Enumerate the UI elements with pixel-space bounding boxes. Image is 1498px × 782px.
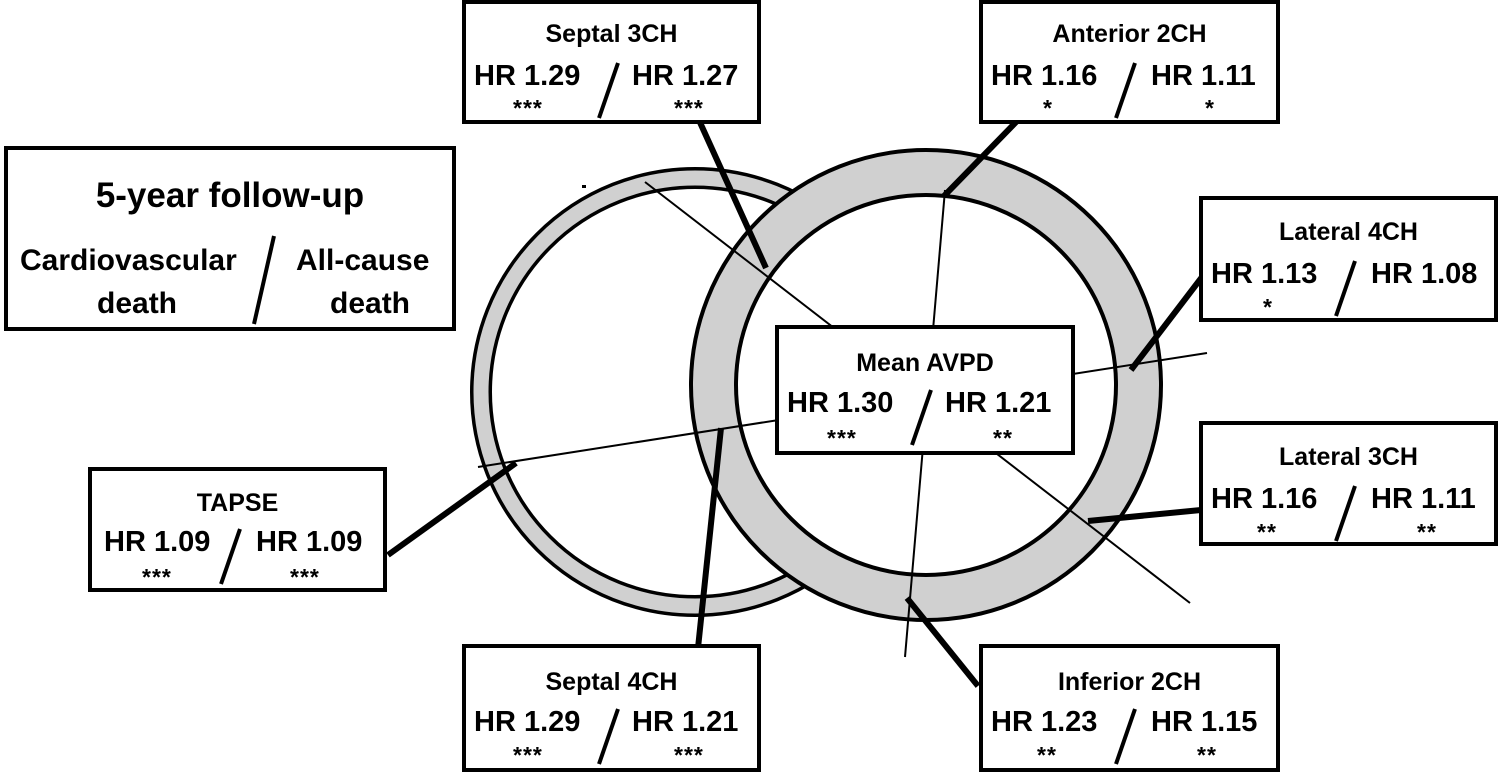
- septal-4ch-sig-left: ***: [513, 742, 543, 768]
- legend-right-line1: All-cause: [296, 244, 430, 277]
- mean-avpd-sig-right: **: [993, 425, 1013, 451]
- inferior-2ch-hr-right: HR 1.15: [1151, 706, 1258, 738]
- tapse-box: TAPSE HR 1.09 HR 1.09 *** ***: [88, 467, 387, 592]
- leader-septal-3ch: [695, 116, 769, 270]
- legend-slash: [252, 235, 276, 325]
- leader-lateral-3ch: [1087, 507, 1202, 524]
- septal-4ch-hr-left: HR 1.29: [474, 706, 581, 738]
- anterior-2ch-hr-right: HR 1.11: [1151, 60, 1256, 92]
- tapse-hr-left: HR 1.09: [104, 526, 211, 558]
- mean-avpd-title: Mean AVPD: [856, 349, 994, 377]
- septal-3ch-box: Septal 3CH HR 1.29 HR 1.27 *** ***: [462, 0, 761, 124]
- leader-lateral-4ch: [1128, 275, 1205, 372]
- septal-4ch-sig-right: ***: [674, 742, 704, 768]
- septal-4ch-title: Septal 4CH: [545, 668, 678, 696]
- lateral-3ch-sig-right: **: [1417, 519, 1437, 545]
- legend-left-line2: death: [97, 287, 178, 320]
- septal-4ch-hr-right: HR 1.21: [632, 706, 739, 738]
- mean-avpd-slash: [910, 389, 933, 446]
- lateral-3ch-sig-left: **: [1257, 519, 1277, 545]
- septal-3ch-sig-right: ***: [674, 95, 704, 121]
- lateral-4ch-hr-left: HR 1.13: [1211, 258, 1318, 290]
- anterior-2ch-slash: [1114, 62, 1137, 119]
- anterior-2ch-hr-left: HR 1.16: [991, 60, 1098, 92]
- lateral-3ch-title: Lateral 3CH: [1279, 443, 1418, 471]
- lateral-4ch-slash: [1334, 260, 1357, 317]
- inferior-2ch-hr-left: HR 1.23: [991, 706, 1098, 738]
- mean-avpd-hr-left: HR 1.30: [787, 387, 894, 419]
- inferior-2ch-sig-right: **: [1197, 742, 1217, 768]
- lateral-3ch-slash: [1334, 485, 1357, 542]
- lateral-3ch-hr-left: HR 1.16: [1211, 483, 1318, 515]
- inferior-2ch-sig-left: **: [1037, 742, 1057, 768]
- septal-3ch-slash: [597, 62, 620, 119]
- legend-left-line1: Cardiovascular: [20, 244, 237, 277]
- septal-4ch-box: Septal 4CH HR 1.29 HR 1.21 *** ***: [462, 644, 761, 772]
- anterior-2ch-sig-right: *: [1205, 95, 1215, 121]
- lateral-4ch-box: Lateral 4CH HR 1.13 HR 1.08 *: [1199, 196, 1498, 322]
- mean-avpd-hr-right: HR 1.21: [945, 387, 1052, 419]
- tapse-title: TAPSE: [196, 489, 279, 517]
- anterior-2ch-box: Anterior 2CH HR 1.16 HR 1.11 * *: [979, 0, 1280, 124]
- tapse-sig-right: ***: [290, 564, 320, 590]
- anterior-2ch-sig-left: *: [1043, 95, 1053, 121]
- leader-inferior-2ch: [904, 596, 981, 688]
- anterior-2ch-title: Anterior 2CH: [1052, 20, 1207, 48]
- tapse-sig-left: ***: [142, 564, 172, 590]
- leader-anterior-2ch: [941, 115, 1023, 199]
- septal-3ch-title: Septal 3CH: [545, 20, 678, 48]
- inferior-2ch-box: Inferior 2CH HR 1.23 HR 1.15 ** **: [979, 644, 1280, 772]
- septal-3ch-hr-right: HR 1.27: [632, 60, 739, 92]
- inferior-2ch-slash: [1114, 708, 1137, 765]
- lateral-4ch-hr-right: HR 1.08: [1371, 258, 1478, 290]
- legend-box: 5-year follow-up Cardiovascular death Al…: [4, 146, 456, 331]
- tapse-slash: [219, 528, 242, 585]
- leader-tapse: [386, 460, 518, 558]
- inferior-2ch-title: Inferior 2CH: [1057, 668, 1202, 696]
- lateral-3ch-box: Lateral 3CH HR 1.16 HR 1.11 ** **: [1199, 421, 1498, 546]
- legend-right-line2: death: [330, 287, 411, 320]
- lateral-4ch-title: Lateral 4CH: [1279, 218, 1418, 246]
- septal-4ch-slash: [597, 708, 620, 765]
- leader-septal-4ch: [695, 427, 724, 649]
- lateral-4ch-sig-left: *: [1263, 294, 1273, 320]
- septal-3ch-hr-left: HR 1.29: [474, 60, 581, 92]
- speck-mark: [582, 185, 586, 188]
- tapse-hr-right: HR 1.09: [256, 526, 363, 558]
- mean-avpd-sig-left: ***: [827, 425, 857, 451]
- mean-avpd-box: Mean AVPD HR 1.30 HR 1.21 *** **: [775, 325, 1075, 455]
- lateral-3ch-hr-right: HR 1.11: [1371, 483, 1476, 515]
- septal-3ch-sig-left: ***: [513, 95, 543, 121]
- legend-title: 5-year follow-up: [95, 176, 365, 215]
